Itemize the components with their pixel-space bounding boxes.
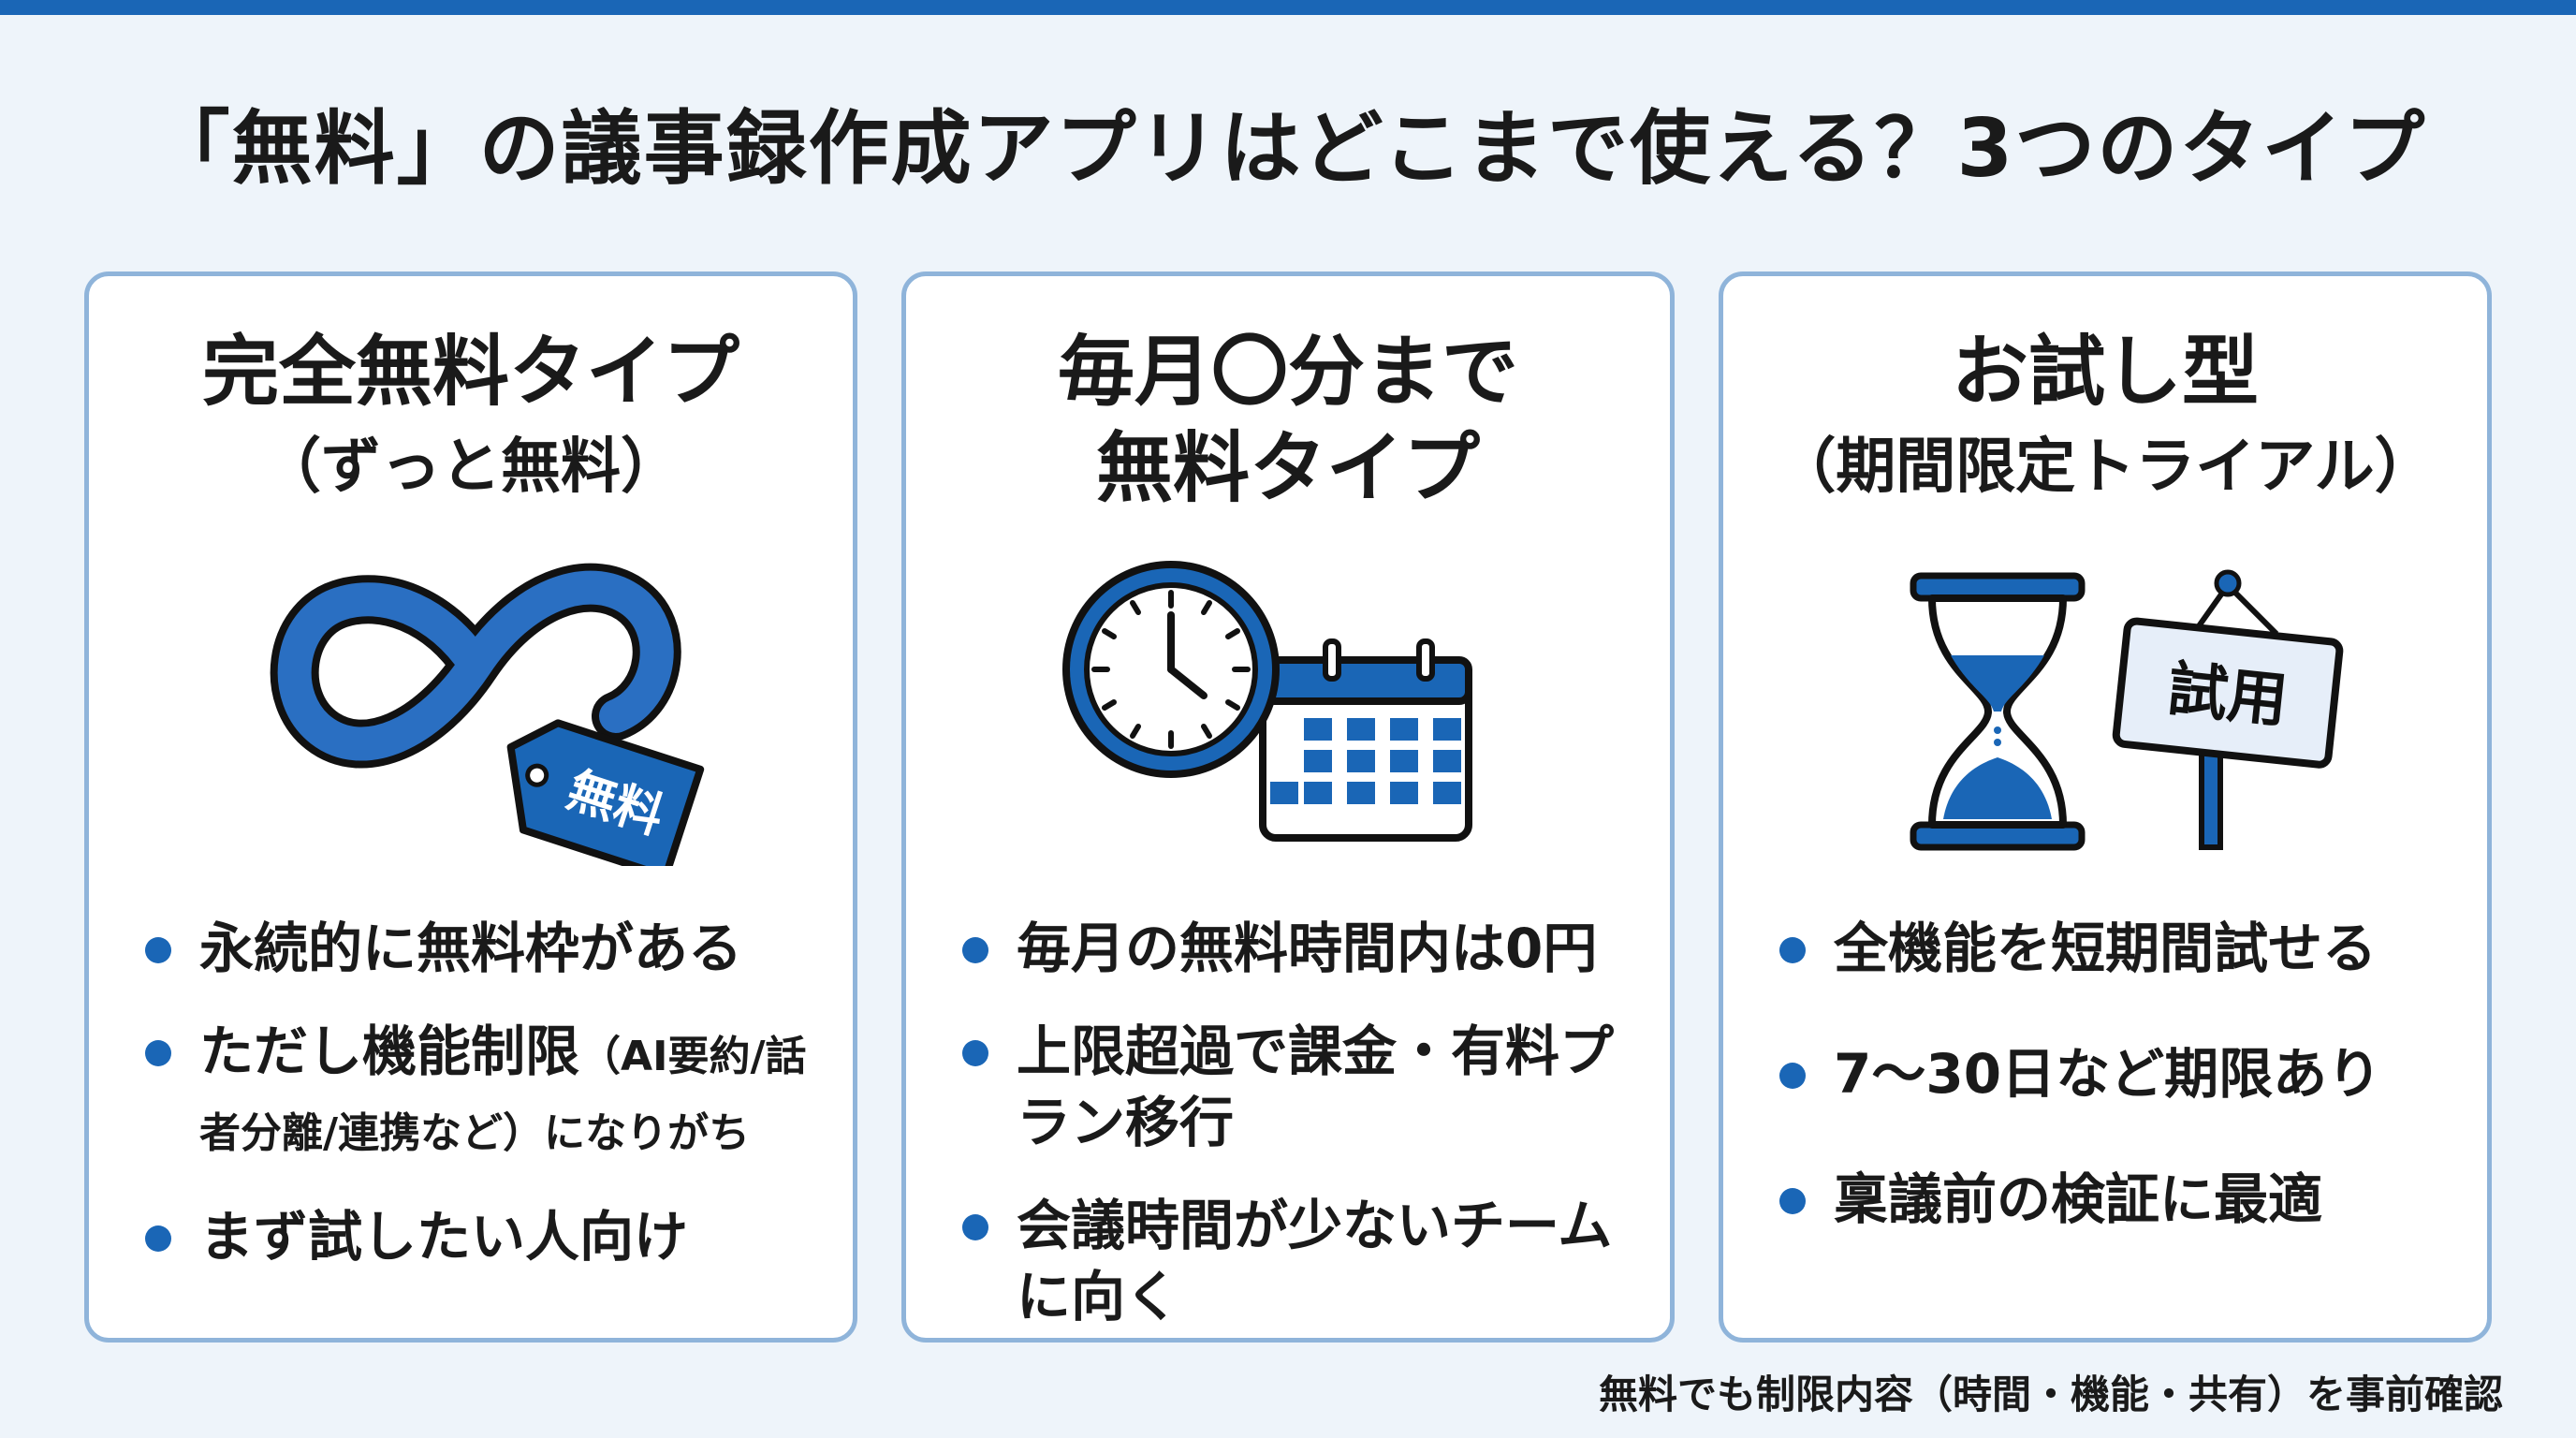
bullet-text: 永続的に無料枠がある [199,917,743,980]
bullet-text-line2: に向く [1017,1265,1180,1328]
bullet-dot-icon [1779,1063,1806,1089]
card-heading: お試し型 （期間限定トライアル） [1723,323,2487,512]
bullet-dot-icon [1779,937,1806,963]
hourglass-and-trial-sign-icon: 試用 [1910,569,2344,851]
list-item: 毎月の無料時間内は0円 [962,913,1646,984]
card-heading-line2: （ずっと無料） [261,433,681,502]
bullet-text-small: （AI要約/話 [579,1033,807,1080]
list-item: ただし機能制限（AI要約/話 者分離/連携など）になりがち [145,1016,828,1169]
bullet-list: 永続的に無料枠がある ただし機能制限（AI要約/話 者分離/連携など）になりがち… [145,913,828,1272]
clock-and-calendar-icon [1062,561,1472,842]
bullet-dot-icon [145,1040,171,1066]
list-item: 全機能を短期間試せる [1779,913,2463,984]
list-item: 会議時間が少ないチーム に向く [962,1190,1646,1332]
card-heading: 完全無料タイプ （ずっと無料） [89,323,853,512]
list-item: 上限超過で課金・有料プ ラン移行 [962,1016,1646,1158]
bullet-text: ただし機能制限 [199,1020,580,1083]
page-title: 「無料」の議事録作成アプリはどこまで使える？3つのタイプ [149,102,2427,196]
infinity-with-tag-icon: 無料 [270,563,705,866]
top-accent-bar [0,0,2576,15]
bullet-text: 毎月の無料時間内は0円 [1017,917,1598,980]
card-free-forever: 完全無料タイプ （ずっと無料） 無料 永続的に無料枠がある ただし機能制限（AI… [84,271,857,1343]
card-heading-line1: 完全無料タイプ [201,328,739,417]
card-heading-line2: 無料タイプ [1095,424,1480,513]
card-heading: 毎月〇分まで 無料タイプ [906,323,1670,516]
bullet-text: 稟議前の検証に最適 [1834,1167,2323,1231]
bullet-dot-icon [145,937,171,963]
bullet-dot-icon [145,1225,171,1252]
bullet-dot-icon [1779,1188,1806,1214]
bullet-text: 7〜30日など期限あり [1834,1042,2382,1106]
bullet-text-line2: 者分離/連携など）になりがち [199,1109,751,1157]
bullet-dot-icon [962,1040,988,1066]
card-monthly-free-minutes: 毎月〇分まで 無料タイプ 毎月の無料時間内は0円 [901,271,1675,1343]
bullet-list: 全機能を短期間試せる 7〜30日など期限あり 稟議前の検証に最適 [1779,913,2463,1235]
bullet-text: 会議時間が少ないチーム [1017,1194,1613,1257]
list-item: 永続的に無料枠がある [145,913,828,984]
bullet-text: まず試したい人向け [199,1205,689,1269]
bullet-text-line2: ラン移行 [1017,1091,1235,1154]
footnote: 無料でも制限内容（時間・機能・共有）を事前確認 [1598,1372,2503,1417]
card-trial: お試し型 （期間限定トライアル） 試用 全機能を短期間試せる 7〜30日など期限… [1719,271,2492,1343]
bullet-dot-icon [962,937,988,963]
sign-label: 試用 [2164,655,2291,737]
list-item: 7〜30日など期限あり [1779,1038,2463,1109]
bullet-text: 全機能を短期間試せる [1834,917,2378,980]
bullet-text: 上限超過で課金・有料プ [1017,1020,1615,1083]
card-heading-line1: 毎月〇分まで [1057,328,1518,417]
list-item: 稟議前の検証に最適 [1779,1164,2463,1235]
bullet-list: 毎月の無料時間内は0円 上限超過で課金・有料プ ラン移行 会議時間が少ないチーム… [962,913,1646,1332]
card-heading-line2: （期間限定トライアル） [1776,433,2435,502]
bullet-dot-icon [962,1214,988,1240]
list-item: まず試したい人向け [145,1201,828,1272]
card-heading-line1: お試し型 [1951,328,2259,417]
